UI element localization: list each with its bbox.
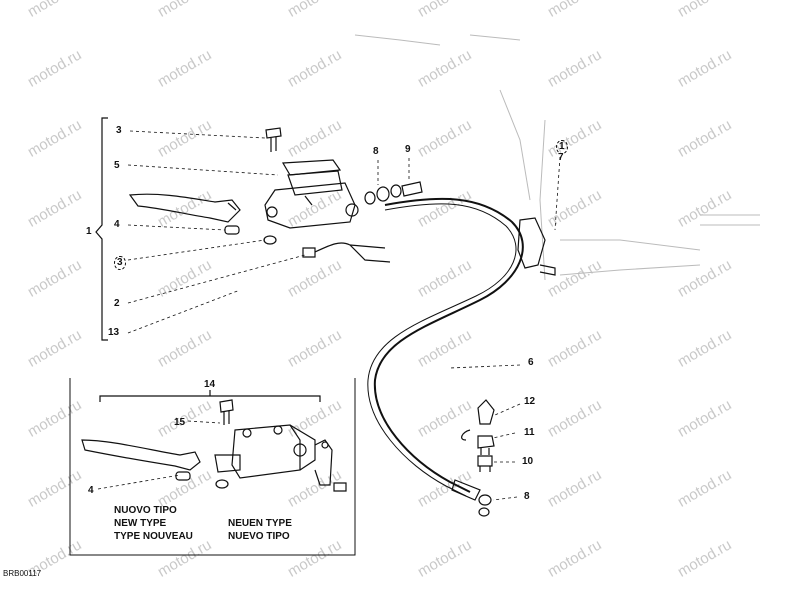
inset-master-cylinder [215, 425, 332, 485]
callout-4-inset: 4 [88, 485, 94, 496]
drawing-code: BRB00117 [3, 569, 42, 578]
callout-7: 7 [558, 152, 564, 163]
handlebar-sketch [355, 35, 760, 280]
hose-lower-fitting [452, 480, 491, 516]
hose-guide [518, 218, 555, 275]
callout-10: 10 [522, 456, 534, 467]
brake-hose-inner [368, 204, 516, 496]
callout-15: 15 [174, 417, 186, 428]
callout-4-top: 4 [114, 219, 120, 230]
callout-3-top: 3 [116, 125, 122, 136]
inset-brake-lever [82, 440, 200, 470]
caption-spanish: NUEVO TIPO [228, 531, 290, 542]
caption-french: TYPE NOUVEAU [114, 531, 193, 542]
callout-9: 9 [405, 144, 411, 155]
brake-lever [130, 194, 240, 222]
callout-3-lower: 3 [114, 256, 126, 270]
brake-hose [375, 199, 523, 492]
callout-5: 5 [114, 160, 120, 171]
brake-switch [303, 243, 390, 262]
callout-14: 14 [204, 379, 216, 390]
group-1-bracket [96, 118, 108, 340]
callout-12: 12 [524, 396, 536, 407]
callout-13: 13 [108, 327, 120, 338]
washer [264, 236, 276, 244]
inset-washer [216, 480, 228, 488]
callout-7-ring: 1 [556, 140, 568, 154]
caption-english: NEW TYPE [114, 518, 167, 529]
callout-1: 1 [86, 226, 92, 237]
callout-11: 11 [524, 427, 535, 438]
inset-nut [334, 483, 346, 491]
callout-8-bottom: 8 [524, 491, 530, 502]
inset-pivot-pin [176, 472, 190, 480]
caption-italian: NUOVO TIPO [114, 505, 177, 516]
bolt-3-top [266, 128, 281, 152]
callout-2: 2 [114, 298, 120, 309]
caption-german: NEUEN TYPE [228, 518, 292, 529]
pressure-switch-parts [462, 400, 494, 472]
inset-bolt [220, 400, 233, 425]
master-cylinder [265, 160, 358, 228]
pivot-pin [225, 226, 239, 234]
banjo-fitting-upper [365, 182, 422, 204]
leader-lines [98, 131, 560, 500]
group-14-bracket [100, 390, 320, 402]
callout-6: 6 [528, 357, 534, 368]
callout-8-top: 8 [373, 146, 379, 157]
inset-frame [70, 378, 355, 555]
